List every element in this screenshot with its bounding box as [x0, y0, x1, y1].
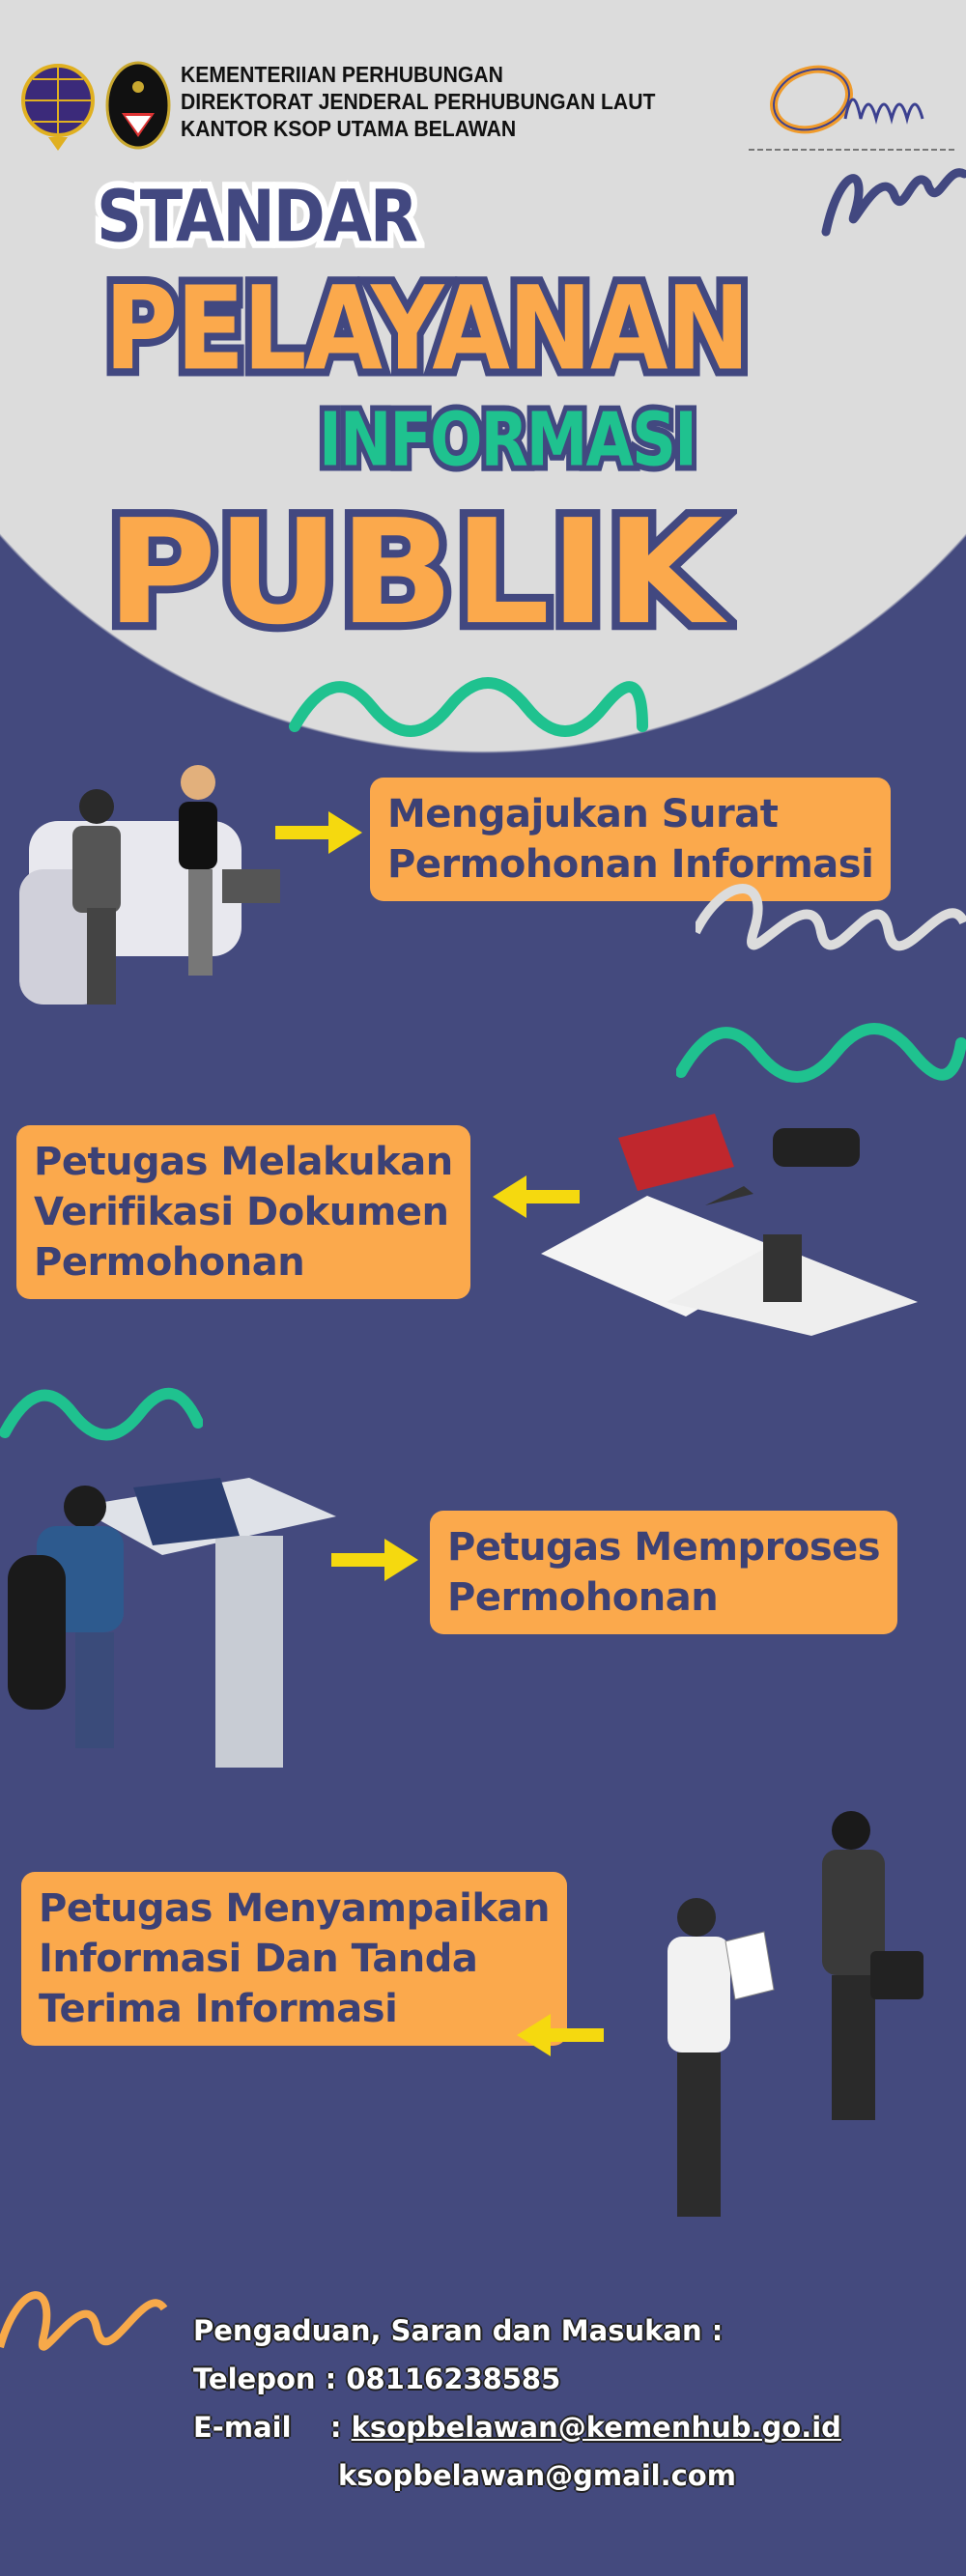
step-4-box: Petugas Menyampaikan Informasi Dan Tanda…: [21, 1872, 567, 2046]
email-row: E-mail : ksopbelawan@kemenhub.go.id: [193, 2403, 841, 2451]
wave-decoration-icon: [676, 1023, 966, 1083]
arrow-right-icon: [275, 811, 362, 854]
step-3-line: Petugas Memproses: [447, 1525, 881, 1570]
optinis-logo-icon: [749, 65, 956, 151]
step-1-line: Mengajukan Surat: [387, 792, 779, 836]
email-link-kemenhub[interactable]: ksopbelawan@kemenhub.go.id: [351, 2411, 841, 2444]
ministry-logo-icon: [21, 64, 95, 151]
header-line-directorate: DIREKTORAT JENDERAL PERHUBUNGAN LAUT: [181, 89, 656, 114]
wave-decoration-icon: [289, 677, 648, 737]
contact-info: Pengaduan, Saran dan Masukan : Telepon :…: [193, 2307, 841, 2500]
step-2-line: Permohonan: [34, 1240, 305, 1285]
phone-number[interactable]: 08116238585: [346, 2363, 561, 2395]
title-standar: STANDAR: [91, 167, 425, 266]
arrow-left-icon: [517, 2014, 604, 2056]
step-1-line: Permohonan Informasi: [387, 842, 874, 887]
header-line-office: KANTOR KSOP UTAMA BELAWAN: [181, 116, 517, 141]
phone-label: Telepon :: [193, 2363, 347, 2395]
handover-illustration: [668, 1811, 923, 2217]
title-informasi: INFORMASI: [314, 392, 702, 490]
title-publik: PUBLIK: [99, 480, 731, 665]
step-4-line: Terima Informasi: [39, 1987, 398, 2031]
title-pelayanan: PELAYANAN: [98, 253, 756, 404]
step-2-line: Verifikasi Dokumen: [34, 1190, 449, 1234]
step-3-box: Petugas Memproses Permohonan: [430, 1511, 898, 1634]
email-gmail[interactable]: ksopbelawan@gmail.com: [338, 2459, 736, 2492]
step-2-line: Petugas Melakukan: [34, 1140, 453, 1184]
step-1-box: Mengajukan Surat Permohonan Informasi: [370, 778, 892, 901]
contact-heading: Pengaduan, Saran dan Masukan :: [193, 2314, 724, 2347]
header-line-ministry: KEMENTERIIAN PERHUBUNGAN: [181, 62, 503, 87]
applicants-illustration: [19, 765, 280, 1005]
step-3-line: Permohonan: [447, 1575, 719, 1620]
step-4-line: Informasi Dan Tanda: [39, 1937, 478, 1981]
spiral-decoration-icon: [0, 2291, 168, 2351]
phone-row: Telepon : 08116238585: [193, 2355, 841, 2403]
arrow-right-icon: [331, 1539, 418, 1581]
step-2-box: Petugas Melakukan Verifikasi Dokumen Per…: [16, 1125, 470, 1299]
document-verification-illustration: [541, 1114, 918, 1336]
arrow-left-icon: [493, 1175, 580, 1218]
sea-transport-logo-icon: [105, 61, 171, 150]
spiral-decoration-icon: [696, 884, 966, 951]
header-organization: KEMENTERIIAN PERHUBUNGAN DIREKTORAT JEND…: [181, 61, 655, 142]
wave-decoration-icon: [0, 1388, 203, 1441]
spiral-decoration-icon: [821, 168, 966, 237]
step-4-line: Petugas Menyampaikan: [39, 1886, 550, 1931]
officer-processing-illustration: [8, 1478, 336, 1768]
email-label: E-mail :: [193, 2411, 352, 2444]
